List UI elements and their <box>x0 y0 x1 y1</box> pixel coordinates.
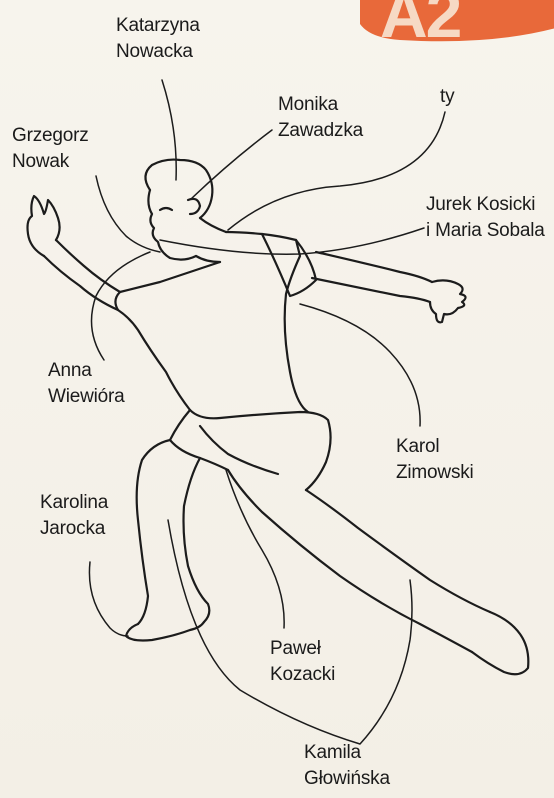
label-kamila-glowinska: Kamila Głowińska <box>304 740 390 792</box>
leader-pawel <box>226 470 284 628</box>
label-line: Nowacka <box>116 39 200 65</box>
shirt-left-side <box>115 262 220 410</box>
label-katarzyna-nowacka: Katarzyna Nowacka <box>116 13 200 65</box>
label-line: Katarzyna <box>116 13 200 39</box>
leader-kamila <box>168 520 412 744</box>
right-hand <box>430 280 466 322</box>
label-line: Nowak <box>12 149 89 175</box>
neck-outline <box>196 218 226 262</box>
label-grzegorz-nowak: Grzegorz Nowak <box>12 123 89 175</box>
label-line: Zimowski <box>396 460 474 486</box>
shirt-outline <box>226 232 308 412</box>
label-monika-zawadzka: Monika Zawadzka <box>278 92 363 144</box>
back-leg <box>137 440 210 624</box>
leader-katarzyna <box>162 80 176 180</box>
back-foot <box>126 622 204 641</box>
leader-monika <box>192 130 272 198</box>
eye-mark <box>160 208 172 210</box>
leader-karolina <box>89 562 128 636</box>
left-hand <box>28 196 60 256</box>
label-line: Kozacki <box>270 662 335 688</box>
leader-anna <box>92 252 151 360</box>
shorts-crease <box>200 426 278 474</box>
label-jurek-kosicki-maria-sobala: Jurek Kosicki i Maria Sobala <box>426 192 545 244</box>
label-line: Grzegorz <box>12 123 89 149</box>
right-arm <box>312 252 432 302</box>
label-line: Wiewióra <box>48 384 125 410</box>
leader-jurek <box>160 228 424 254</box>
label-karolina-jarocka: Karolina Jarocka <box>40 490 108 542</box>
label-line: Kamila <box>304 740 390 766</box>
leader-grzegorz <box>96 176 160 252</box>
label-line: Anna <box>48 358 125 384</box>
label-line: ty <box>440 84 454 110</box>
label-ty: ty <box>440 84 454 110</box>
ear-outline <box>188 199 200 214</box>
label-line: i Maria Sobala <box>426 218 545 244</box>
label-line: Zawadzka <box>278 118 363 144</box>
label-line: Paweł <box>270 636 335 662</box>
shorts-outline <box>190 410 331 490</box>
label-line: Monika <box>278 92 363 118</box>
label-line: Jarocka <box>40 516 108 542</box>
label-karol-zimowski: Karol Zimowski <box>396 434 474 486</box>
left-arm <box>44 240 120 310</box>
label-line: Karol <box>396 434 474 460</box>
label-anna-wiewiora: Anna Wiewióra <box>48 358 125 410</box>
leader-karol <box>300 304 420 426</box>
label-line: Jurek Kosicki <box>426 192 545 218</box>
front-foot <box>472 612 528 674</box>
label-line: Głowińska <box>304 766 390 792</box>
label-pawel-kozacki: Paweł Kozacki <box>270 636 335 688</box>
label-line: Karolina <box>40 490 108 516</box>
